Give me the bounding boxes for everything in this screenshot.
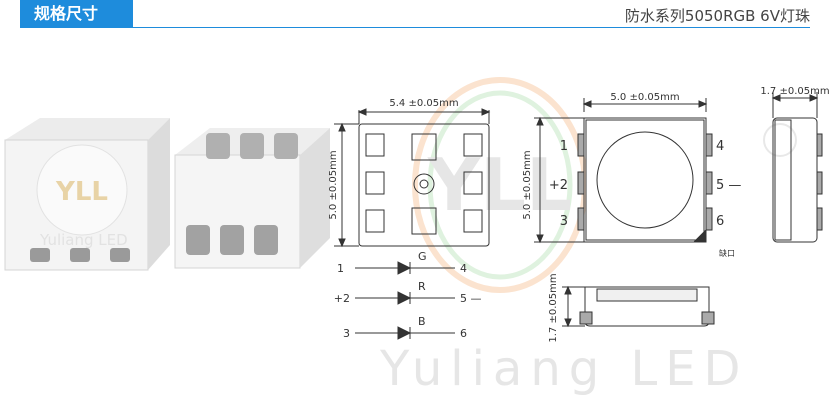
side-view-drawing <box>771 92 823 243</box>
watermark-logo-text: YLL <box>427 143 572 227</box>
top-height-dim: 5.0 ±0.05mm <box>328 150 339 219</box>
circuit-row1-left: 1 <box>337 262 344 275</box>
pin-label-1: 1 <box>560 139 568 154</box>
circuit-row2-right: 5 — <box>460 292 482 305</box>
pin-label-6: 6 <box>716 214 724 229</box>
circuit-row2-color: R <box>418 280 426 293</box>
side-thickness-dim: 1.7 ±0.05mm <box>760 86 829 97</box>
bottom-width-dim: 5.0 ±0.05mm <box>610 92 679 103</box>
front-view-drawing <box>562 285 715 328</box>
watermark-brand-text: Yuliang LED <box>379 341 749 397</box>
header-divider <box>133 27 810 28</box>
bottom-pin-labels: 1 +2 3 4 5 — 6 <box>549 139 742 229</box>
led-photo-bottom <box>174 128 330 269</box>
watermark-logo: YLL <box>412 77 588 293</box>
circuit-row3-color: B <box>418 315 426 328</box>
registered-mark <box>763 123 797 157</box>
pin-label-3: 3 <box>560 214 568 229</box>
circuit-row1-right: 4 <box>460 262 467 275</box>
notch-label: 缺口 <box>719 248 735 258</box>
circuit-labels: 1 4 G +2 5 — R 3 6 B <box>334 250 482 340</box>
pin-label-5: 5 — <box>716 178 741 193</box>
front-thickness-dim: 1.7 ±0.05mm <box>548 273 559 342</box>
photo-logo-text: YLL <box>55 177 108 207</box>
top-view-drawing <box>334 108 491 248</box>
top-width-dim: 5.4 ±0.05mm <box>389 98 458 109</box>
page-title: 防水系列5050RGB 6V灯珠 <box>624 7 810 25</box>
pin-label-4: 4 <box>716 139 724 154</box>
photo-side-text: Yuliang LED <box>39 231 128 249</box>
circuit-row3-left: 3 <box>343 327 350 340</box>
circuit-row2-left: +2 <box>334 292 350 305</box>
bottom-height-dim: 5.0 ±0.05mm <box>522 150 533 219</box>
circuit-diagram <box>355 261 455 340</box>
section-tab: 规格尺寸 <box>20 0 133 28</box>
bottom-view-drawing <box>534 98 713 244</box>
circuit-row1-color: G <box>418 250 427 263</box>
pin-label-2: +2 <box>549 178 568 193</box>
led-photo-top: YLL Yuliang LED <box>4 118 170 271</box>
circuit-row3-right: 6 <box>460 327 467 340</box>
